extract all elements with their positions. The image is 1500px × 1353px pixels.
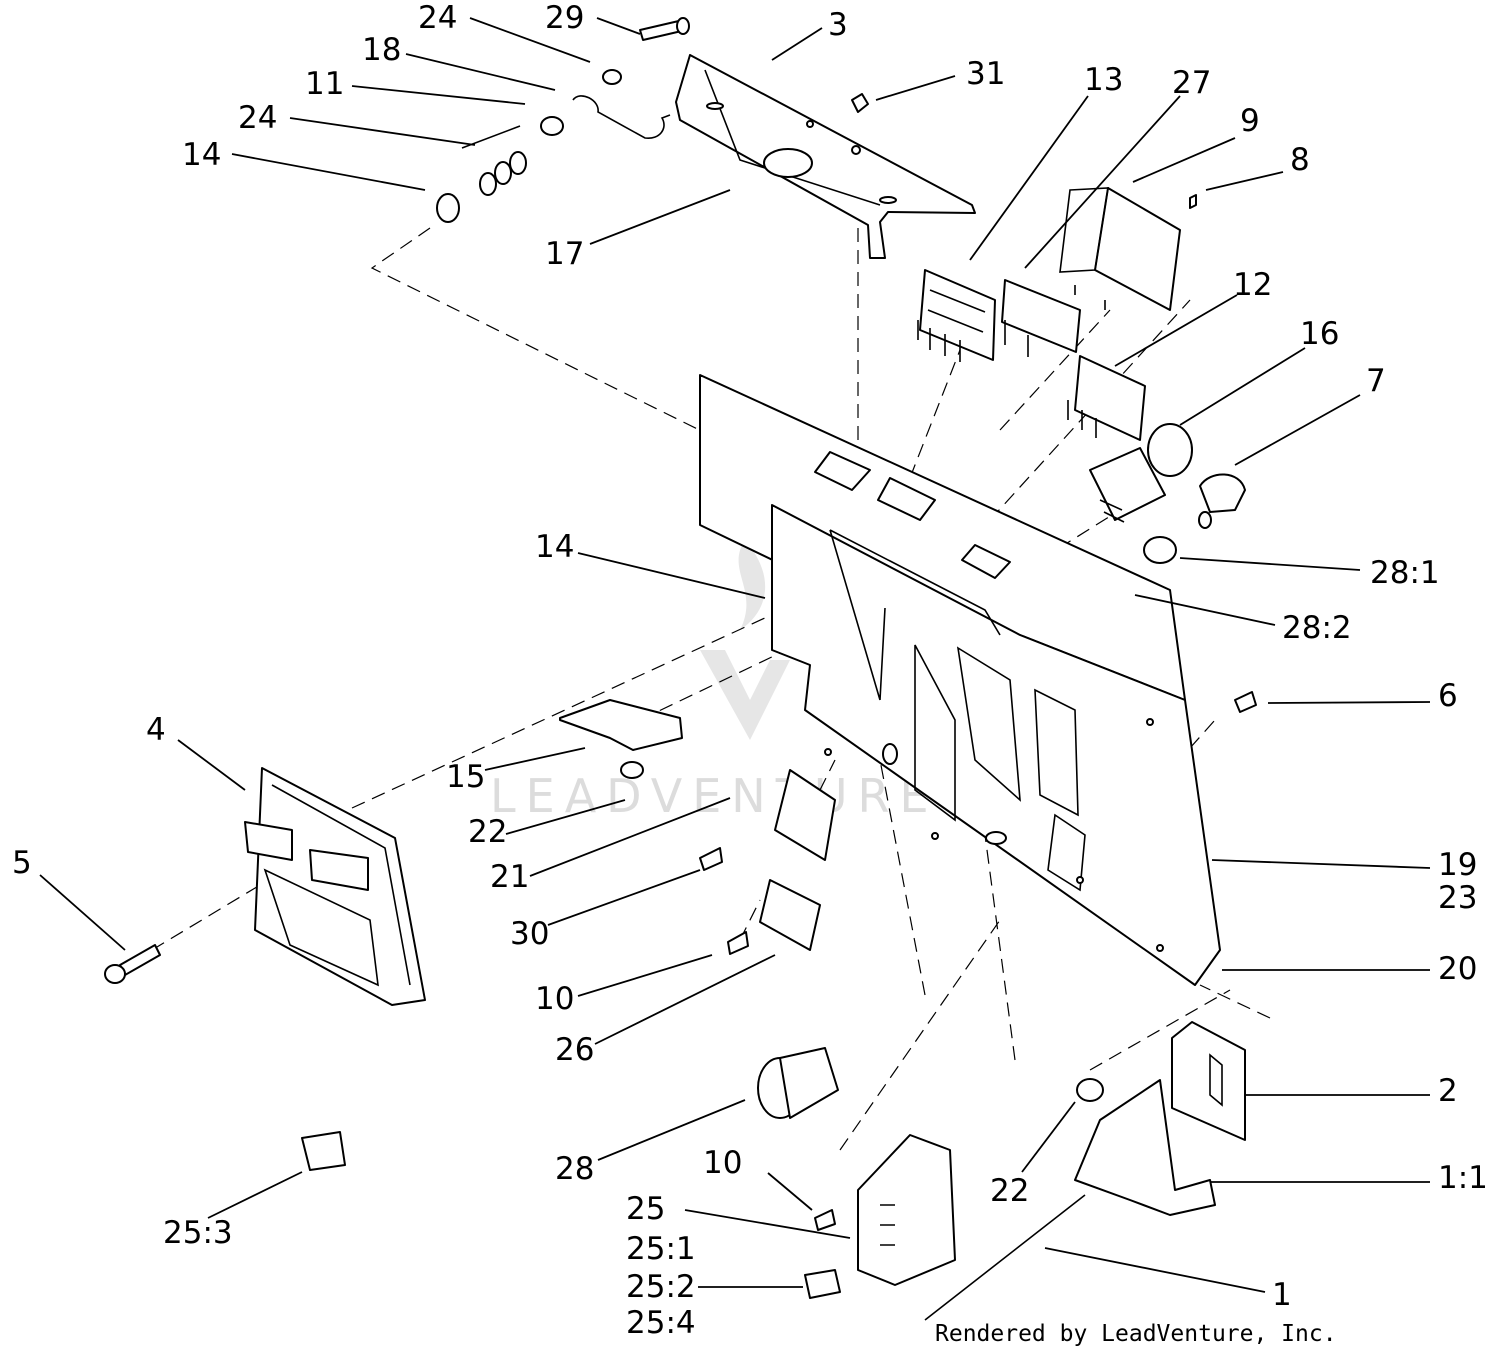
controller-4 [244, 767, 426, 1006]
hour-meter [1059, 187, 1181, 311]
callout-28: 28 [555, 1151, 594, 1187]
callout-24b: 24 [238, 100, 277, 136]
callout-25-4: 25:4 [626, 1305, 696, 1341]
callout-1: 1 [1272, 1277, 1292, 1313]
callout-10b: 10 [703, 1145, 742, 1181]
screw-8 [1189, 194, 1197, 209]
switches-13-27 [917, 269, 1081, 362]
callout-7: 7 [1366, 363, 1386, 399]
callout-21: 21 [490, 859, 529, 895]
nut-28-1 [1143, 536, 1177, 564]
screw-30 [699, 847, 723, 871]
key-7 [1198, 473, 1246, 529]
nut-22 [620, 761, 644, 779]
relays-21-26 [759, 769, 836, 951]
callout-8: 8 [1290, 142, 1310, 178]
fuse-25-3 [301, 1131, 346, 1171]
callout-30: 30 [510, 916, 549, 952]
callout-27: 27 [1172, 65, 1211, 101]
control-panel [699, 374, 1221, 986]
callout-10a: 10 [535, 981, 574, 1017]
callout-1-1: 1:1 [1438, 1160, 1488, 1196]
screw-10b [814, 1209, 836, 1231]
callout-22a: 22 [468, 814, 507, 850]
callout-19: 19 [1438, 847, 1477, 883]
callout-25-2: 25:2 [626, 1269, 696, 1305]
callout-9: 9 [1240, 103, 1260, 139]
assembly-lines [151, 227, 1271, 1151]
leader-lines [39, 17, 1431, 1293]
watermark-text: LEADVENTURE [490, 769, 939, 823]
callout-5: 5 [12, 845, 32, 881]
callout-22b: 22 [990, 1173, 1029, 1209]
callout-16: 16 [1300, 316, 1339, 352]
callout-25-1: 25:1 [626, 1231, 696, 1267]
fuse-25-2 [804, 1269, 841, 1299]
watermark: LEADVENTURE [490, 540, 939, 823]
callout-14a: 14 [182, 137, 221, 173]
callout-13: 13 [1084, 62, 1123, 98]
callout-26: 26 [555, 1032, 594, 1068]
switch-28 [757, 1047, 839, 1119]
callout-12: 12 [1233, 267, 1272, 303]
callout-28-2: 28:2 [1282, 610, 1352, 646]
bolt-5 [104, 944, 161, 984]
render-credit: Rendered by LeadVenture, Inc. [935, 1321, 1337, 1347]
callout-17: 17 [545, 236, 584, 272]
fuse-block-25 [857, 1134, 956, 1286]
screw-10 [727, 931, 749, 955]
callout-31: 31 [966, 56, 1005, 92]
callout-6: 6 [1438, 678, 1458, 714]
callout-24a: 24 [418, 0, 457, 36]
callout-25-3: 25:3 [163, 1215, 233, 1251]
top-plate [675, 54, 976, 259]
callout-23: 23 [1438, 880, 1477, 916]
callout-14b: 14 [535, 529, 574, 565]
ignition-16 [1089, 423, 1193, 523]
callout-3: 3 [828, 7, 848, 43]
callout-15: 15 [446, 759, 485, 795]
callout-29: 29 [545, 0, 584, 36]
hardware-stack [436, 17, 690, 223]
lever-assembly [924, 1021, 1246, 1321]
callout-4: 4 [146, 712, 166, 748]
callout-20: 20 [1438, 951, 1477, 987]
callout-25: 25 [626, 1191, 665, 1227]
callout-28-1: 28:1 [1370, 555, 1440, 591]
callout-11: 11 [305, 66, 344, 102]
callout-2: 2 [1438, 1073, 1458, 1109]
callouts: 24 29 3 18 11 31 24 14 13 27 9 8 17 12 1… [12, 0, 1488, 1341]
nut-22b [1076, 1078, 1104, 1102]
switch-12 [1067, 355, 1146, 441]
screw-6 [1234, 691, 1257, 713]
bracket-15 [559, 699, 683, 751]
callout-18: 18 [362, 32, 401, 68]
